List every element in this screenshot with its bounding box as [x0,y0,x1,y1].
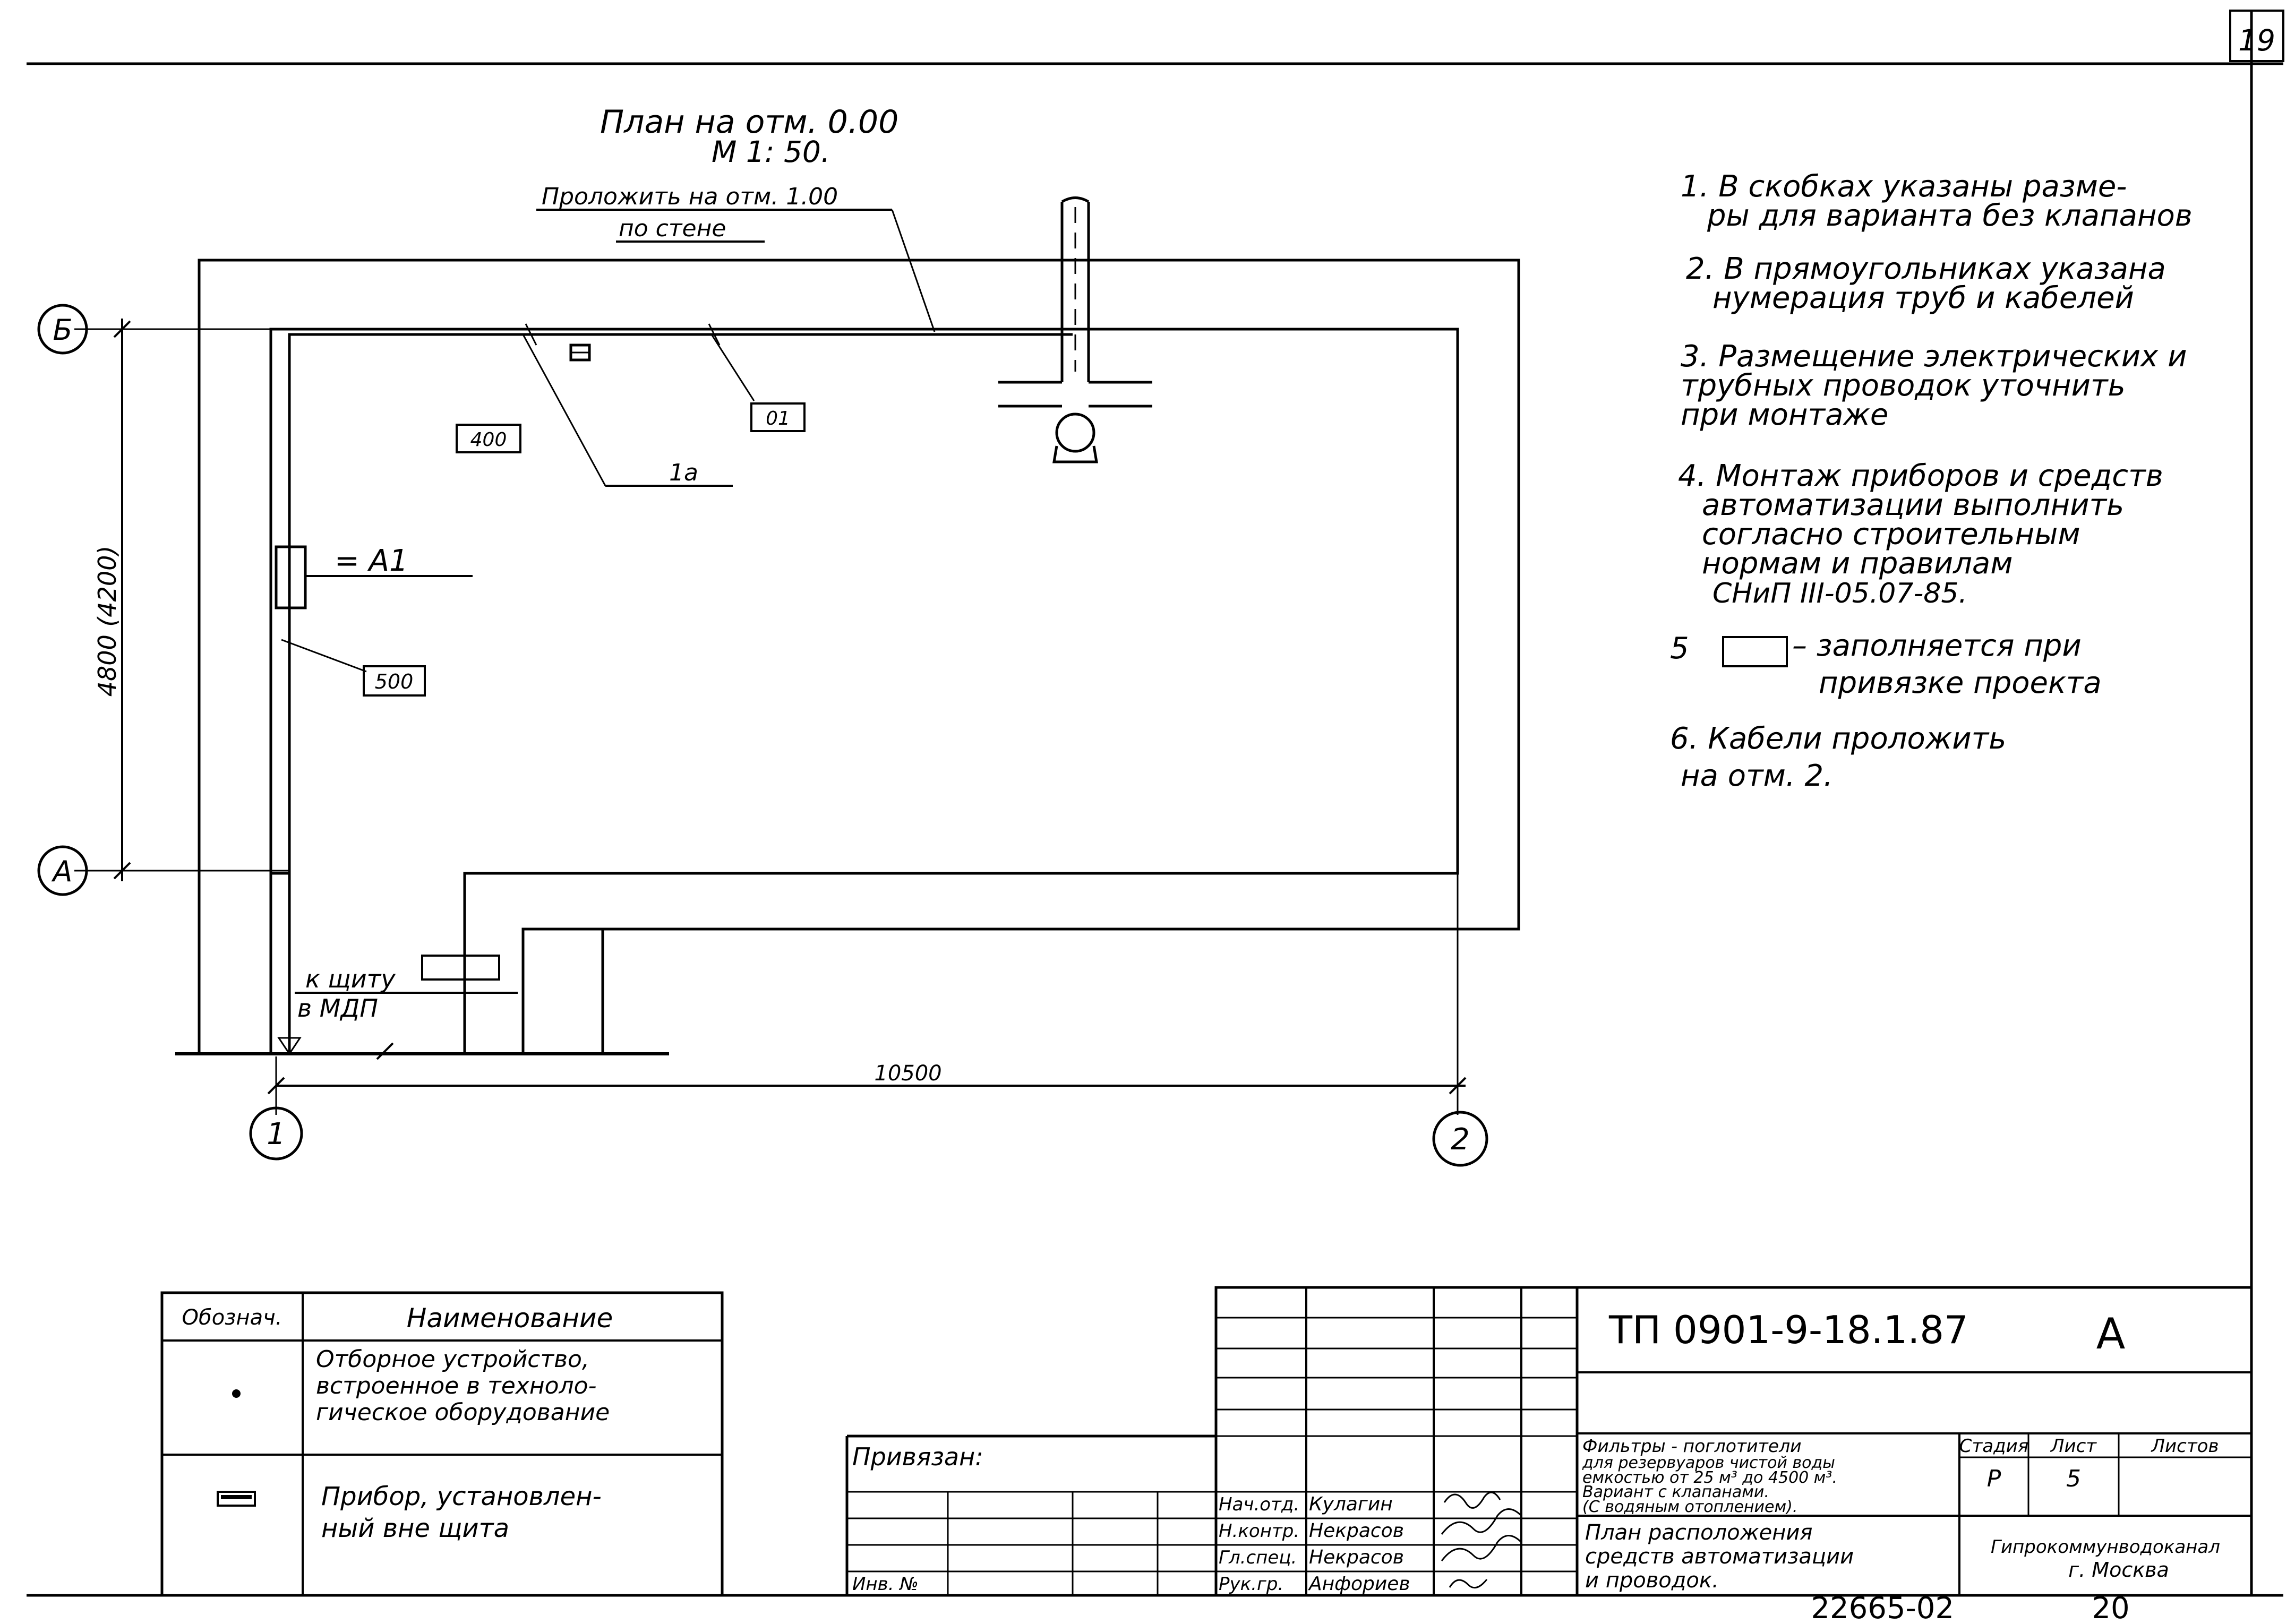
panel-a1-label: = А1 [335,544,408,578]
axis-2-bubble [1432,1111,1488,1167]
legend-col-name: Наименование [407,1303,613,1334]
legend-row1-line1: Отборное устройство, [316,1346,589,1373]
tag-400: 400 [470,429,507,451]
note-4-line5: СНиП III-05.07-85. [1712,578,1967,609]
note-5-number: 5 [1670,631,1689,666]
staff-role-3: Гл.спец. [1219,1547,1297,1568]
org-line2: г. Москва [2068,1558,2169,1582]
sheet-title-line2: средств автоматизации [1585,1544,1854,1569]
inv-label: Инв. № [852,1574,919,1595]
note-4-line1: 4. Монтаж приборов и средств [1678,459,2163,493]
panel-a1 [275,545,307,609]
stage-label: Стадия [1959,1436,2028,1457]
lay-note-line1: Проложить на отм. 1.00 [542,183,838,210]
stage-value: Р [1987,1465,2001,1492]
tag-400-box [456,424,521,453]
note-4-line3: согласно строительным [1702,517,2080,552]
note-5-line1: – заполняется при [1792,629,2082,663]
org-line1: Гипрокоммунводоканал [1991,1536,2220,1558]
bottom-page: 20 [2092,1591,2129,1624]
note-2-line2: нумерация труб и кабелей [1712,281,2134,315]
axis-a: А [52,855,73,888]
note-2-line1: 2. В прямоугольниках указана [1686,252,2166,286]
note-3-line1: 3. Размещение электрических и [1681,339,2187,374]
legend-device-symbol-fill [221,1495,252,1499]
tag-01-box [750,402,806,432]
desc-line4: Вариант с клапанами. [1582,1483,1769,1501]
desc-line3: емкостью от 25 м³ до 4500 м³. [1582,1468,1837,1487]
note-3-line2: трубных проводок уточнить [1681,368,2126,403]
axis-b-bubble [37,304,88,355]
staff-role-1: Нач.отд. [1219,1494,1299,1515]
lay-note-line2: по стене [619,215,726,242]
note-5-box [1722,636,1788,667]
staff-name-2: Некрасов [1309,1520,1404,1542]
plan-title: План на отм. 0.00 [600,104,898,141]
axis-2: 2 [1451,1122,1470,1157]
staff-name-3: Некрасов [1309,1546,1404,1568]
to-board-line2: в МДП [297,994,378,1022]
plan-scale: М 1: 50. [712,135,830,169]
staff-role-2: Н.контр. [1219,1520,1299,1542]
lay-note-leader [891,209,936,332]
legend-row1-line2: встроенное в техноло- [316,1372,596,1399]
impulse-line [277,323,1073,1055]
axis-a-bubble [37,845,88,896]
staff-name-4: Анфориев [1308,1573,1410,1595]
bottom-code: 22665-02 [1811,1591,1954,1624]
notes: 1. В скобках указаны разме- ры для вариа… [1670,169,2193,793]
dim-horizontal: 10500 [874,1061,941,1086]
note-1-line2: ры для варианта без клапанов [1707,199,2193,233]
device-outside-panel [421,955,500,981]
note-6-line2: на отм. 2. [1681,759,1833,793]
note-5-line2: привязке проекта [1819,666,2102,700]
sheets-label: Листов [2150,1436,2219,1457]
tag-1a: 1а [669,459,698,486]
sheet-value: 5 [2066,1465,2081,1492]
legend-tap-symbol [232,1389,241,1398]
note-6-line1: 6. Кабели проложить [1670,721,2006,756]
legend-row1-line3: гическое оборудование [316,1399,610,1426]
desc-line1: Фильтры - поглотители [1582,1436,1802,1456]
privyazan-label: Привязан: [852,1442,983,1471]
staff-role-4: Рук.гр. [1219,1574,1283,1595]
axis-1: 1 [267,1117,286,1152]
desc-line2: для резервуаров чистой воды [1582,1454,1835,1472]
sheet-title-line3: и проводок. [1585,1568,1719,1593]
building-walls [175,259,1520,1055]
to-board-line1: к щиту [305,965,396,993]
axis-1-bubble [249,1106,303,1161]
note-4-line4: нормам и правилам [1702,546,2013,581]
legend-col-designation: Обознач. [182,1305,282,1330]
sheet-title-line1: План расположения [1585,1520,1812,1545]
desc-line5: (С водяным отоплением). [1582,1498,1797,1516]
note-3-line3: при монтаже [1681,398,1888,432]
sheet-label: Лист [2050,1436,2097,1457]
page-number: 19 [2238,23,2275,57]
legend-row2-line1: Прибор, установлен- [321,1482,602,1511]
vertical-pipe [998,196,1152,463]
legend-table [160,1291,724,1597]
staff-name-1: Кулагин [1309,1493,1393,1515]
tag-500: 500 [375,670,414,693]
page-number-box [2229,10,2284,62]
axis-b: Б [53,313,72,347]
note-4-line2: автоматизации выполнить [1702,488,2124,522]
signatures [1441,1491,1522,1589]
legend-row2-line2: ный вне щита [321,1514,509,1543]
note-1-line1: 1. В скобках указаны разме- [1681,169,2127,204]
dim-vertical: 4800 (4200) [93,546,122,697]
document-letter: А [2096,1309,2126,1359]
title-block-grid [845,1286,2253,1597]
tag-01: 01 [766,408,790,429]
document-code: ТП 0901-9-18.1.87 [1608,1308,1968,1352]
tag-500-box [363,665,426,697]
dimension-lines [74,319,1467,1115]
